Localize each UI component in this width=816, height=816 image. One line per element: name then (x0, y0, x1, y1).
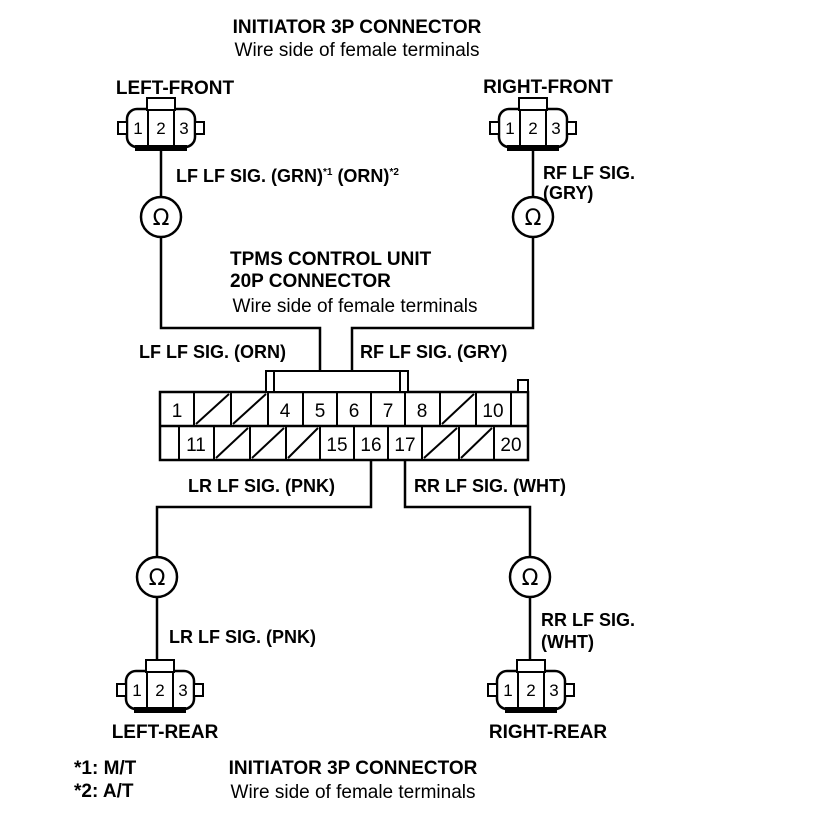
top-connector-subtitle: Wire side of female terminals (235, 40, 480, 61)
svg-text:3: 3 (178, 681, 187, 700)
ohm-icon: Ω (153, 206, 170, 231)
terminal-7: 7 (383, 401, 394, 422)
ohmmeter-left-front: Ω (139, 195, 183, 239)
rr-cu-wire-label: RR LF SIG. (WHT) (414, 476, 566, 496)
ohmmeter-left-rear: Ω (135, 555, 179, 599)
ohm-icon: Ω (522, 566, 539, 591)
left-rear-connector: 1 2 3 (115, 658, 205, 715)
terminal-15: 15 (326, 435, 347, 456)
rf-upper-wire-label-2: (GRY) (543, 183, 593, 203)
terminal-10: 10 (482, 401, 503, 422)
left-front-connector: 1 2 3 (116, 96, 206, 153)
upper-wires (159, 150, 535, 392)
lower-wires (155, 460, 532, 661)
tpms-20p-connector: 1 4 5 6 7 8 10 11 15 16 17 20 (158, 370, 530, 462)
svg-text:2: 2 (528, 119, 537, 138)
left-front-label: LEFT-FRONT (116, 78, 235, 99)
ohm-icon: Ω (525, 206, 542, 231)
ohmmeter-right-front: Ω (511, 195, 555, 239)
control-unit-subtitle: Wire side of female terminals (233, 296, 478, 317)
svg-text:1: 1 (132, 681, 141, 700)
lf-cu-wire-label: LF LF SIG. (ORN) (139, 342, 286, 362)
terminal-1: 1 (172, 401, 183, 422)
svg-text:2: 2 (526, 681, 535, 700)
ohmmeter-right-rear: Ω (508, 555, 552, 599)
terminal-16: 16 (360, 435, 381, 456)
terminal-8: 8 (417, 401, 428, 422)
lr-cu-wire-label: LR LF SIG. (PNK) (188, 476, 335, 496)
terminal-11: 11 (186, 435, 206, 456)
terminal-dividers (178, 392, 512, 460)
bottom-connector-subtitle: Wire side of female terminals (231, 782, 476, 803)
svg-text:1: 1 (505, 119, 514, 138)
footnote-2: *2: A/T (74, 781, 134, 802)
footnote-1: *1: M/T (74, 758, 137, 779)
right-rear-connector: 1 2 3 (486, 658, 576, 715)
rf-cu-wire-label: RF LF SIG. (GRY) (360, 342, 507, 362)
right-rear-label: RIGHT-REAR (489, 722, 608, 743)
rr-lower-wire-label-1: RR LF SIG. (541, 610, 635, 630)
svg-text:1: 1 (133, 119, 142, 138)
terminal-17: 17 (394, 435, 415, 456)
svg-text:3: 3 (179, 119, 188, 138)
control-unit-title-1: TPMS CONTROL UNIT (230, 249, 432, 270)
right-front-connector: 1 2 3 (488, 96, 578, 153)
terminal-20: 20 (500, 435, 521, 456)
lf-upper-wire-label: LF LF SIG. (GRN)*1 (ORN)*2 (176, 166, 399, 186)
svg-text:1: 1 (503, 681, 512, 700)
control-unit-title-2: 20P CONNECTOR (230, 271, 391, 292)
svg-text:2: 2 (155, 681, 164, 700)
left-rear-label: LEFT-REAR (112, 722, 219, 743)
svg-text:3: 3 (551, 119, 560, 138)
terminal-5: 5 (315, 401, 326, 422)
lr-lower-wire-label: LR LF SIG. (PNK) (169, 627, 316, 647)
ohm-icon: Ω (149, 566, 166, 591)
right-front-label: RIGHT-FRONT (483, 77, 613, 98)
svg-text:2: 2 (156, 119, 165, 138)
svg-text:3: 3 (549, 681, 558, 700)
top-connector-title: INITIATOR 3P CONNECTOR (233, 17, 482, 38)
terminal-6: 6 (349, 401, 360, 422)
rf-upper-wire-label-1: RF LF SIG. (543, 163, 635, 183)
bottom-connector-title: INITIATOR 3P CONNECTOR (229, 758, 478, 779)
terminal-4: 4 (280, 401, 291, 422)
rr-lower-wire-label-2: (WHT) (541, 632, 594, 652)
